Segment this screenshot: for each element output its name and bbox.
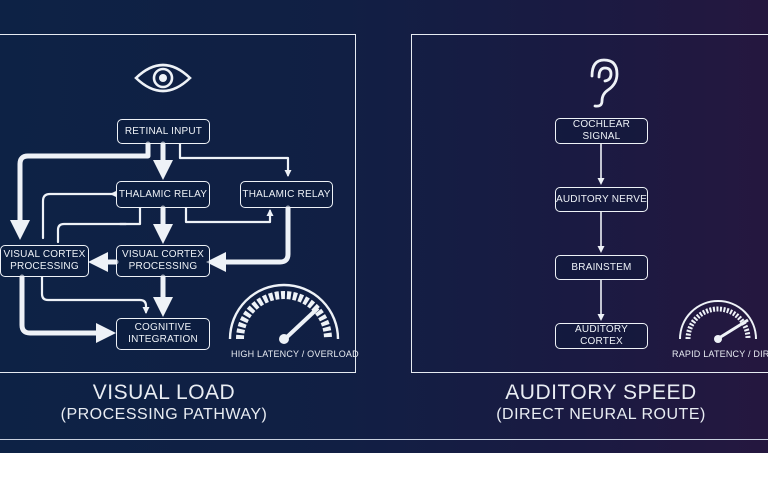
latency-gauge-high <box>228 283 340 344</box>
arrow-thalamic-to-thalamic-2 <box>184 206 274 224</box>
arrow-retinal-to-thalamic-2 <box>178 142 292 177</box>
visual-panel <box>0 34 356 373</box>
arrow-retinal-to-visual-cortex-left <box>10 141 151 240</box>
visual-title: VISUAL LOAD <box>92 381 236 404</box>
latency-gauge-rapid <box>679 300 757 343</box>
auditory-panel <box>411 34 768 373</box>
ear-icon <box>590 58 619 108</box>
node-auditory-cortex: AUDITORY CORTEX <box>555 323 648 349</box>
node-visual-cortex-2: VISUAL CORTEX PROCESSING <box>116 245 210 277</box>
node-cognitive-integration: COGNITIVE INTEGRATION <box>116 318 210 350</box>
node-cochlear-signal: COCHLEAR SIGNAL <box>555 118 648 144</box>
auditory-title: AUDITORY SPEED <box>505 381 697 404</box>
node-auditory-nerve: AUDITORY NERVE <box>555 187 648 212</box>
arrow-left-cortex-to-cognitive <box>19 274 116 343</box>
auditory-subtitle: (DIRECT NEURAL ROUTE) <box>496 406 706 423</box>
node-visual-cortex-1: VISUAL CORTEX PROCESSING <box>0 245 89 277</box>
connector-layer <box>10 58 757 344</box>
node-retinal-input: RETINAL INPUT <box>117 119 210 144</box>
visual-subtitle: (PROCESSING PATHWAY) <box>60 406 268 423</box>
node-thalamic-relay-1: THALAMIC RELAY <box>116 181 210 208</box>
eye-icon <box>134 63 192 93</box>
diagram-canvas: RETINAL INPUT THALAMIC RELAY THALAMIC RE… <box>0 0 768 453</box>
gauge-label-high-latency: HIGH LATENCY / OVERLOAD <box>231 349 359 359</box>
node-brainstem: BRAINSTEM <box>555 255 648 280</box>
arrow-thalamic-2-to-visual-cortex <box>206 205 291 272</box>
arrow-thalamic-to-left-cortex <box>56 206 142 244</box>
gauge-label-rapid-latency: RAPID LATENCY / DIRECT <box>672 349 768 359</box>
arrow-thalamic-loop-left <box>41 192 118 240</box>
node-thalamic-relay-2: THALAMIC RELAY <box>240 181 333 208</box>
arrow-left-cortex-to-cognitive-thin <box>40 275 150 314</box>
bottom-divider <box>0 439 768 440</box>
